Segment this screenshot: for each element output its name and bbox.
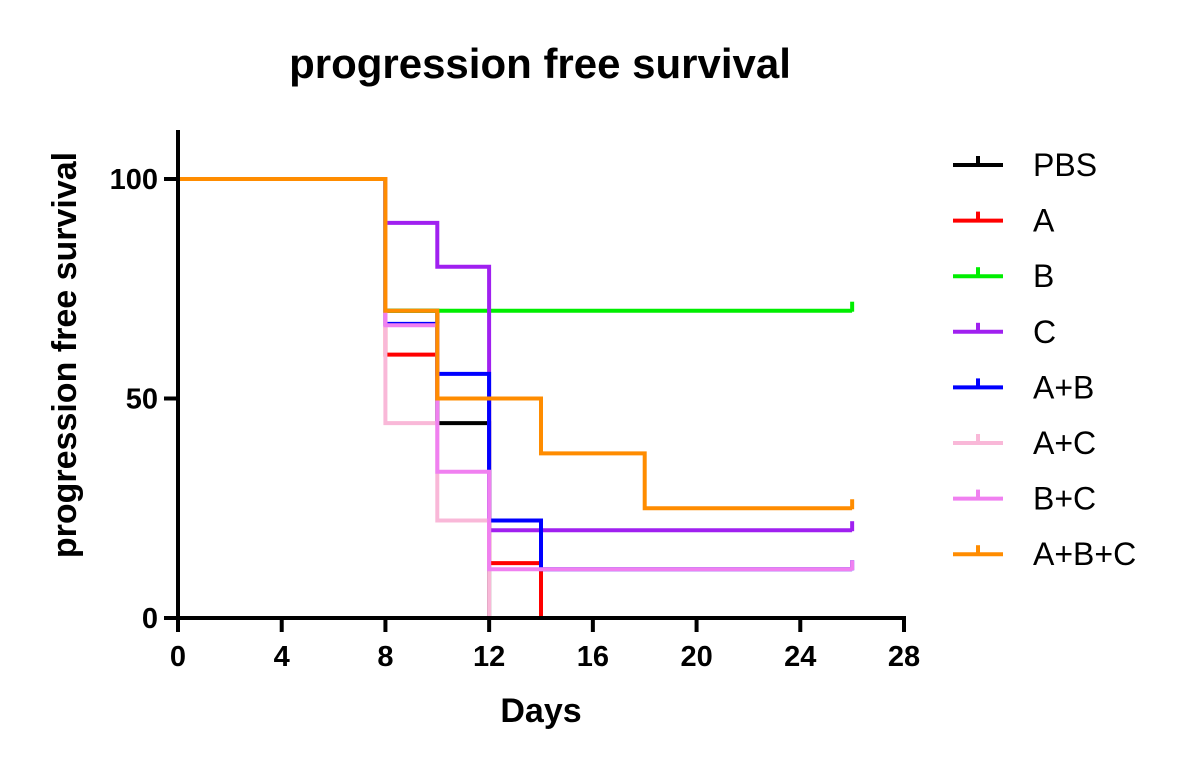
series-line-7 (178, 177, 853, 572)
x-tick-label: 24 (784, 641, 816, 673)
x-tick-label: 16 (577, 641, 609, 673)
legend-label: B+C (1033, 481, 1096, 517)
legend-label: A (1033, 203, 1055, 239)
legend-label: A+B+C (1033, 536, 1136, 572)
chart-title: progression free survival (289, 40, 791, 87)
series-line-5 (178, 177, 853, 572)
legend-label: C (1033, 314, 1056, 350)
y-tick-label: 100 (110, 164, 158, 196)
y-axis-label: progression free survival (46, 152, 84, 558)
x-tick-label: 20 (680, 641, 712, 673)
x-axis-label: Days (500, 692, 581, 730)
legend-label: PBS (1033, 147, 1097, 183)
series-line-3 (178, 177, 853, 313)
y-tick-label: 0 (142, 603, 158, 635)
series-line-4 (178, 177, 853, 533)
series-line-8 (178, 177, 853, 511)
legend-label: A+C (1033, 425, 1096, 461)
legend-label: B (1033, 258, 1054, 294)
x-tick-label: 28 (888, 641, 920, 673)
x-tick-label: 12 (473, 641, 505, 673)
x-tick-label: 8 (377, 641, 393, 673)
y-tick-label: 50 (126, 384, 158, 416)
x-tick-label: 4 (274, 641, 290, 673)
x-tick-label: 0 (170, 641, 186, 673)
legend: PBS ABC A+B A+C B+C A+B+C (953, 147, 1136, 572)
series-layer (178, 177, 855, 618)
axes-layer: 0 4 8 12 16 20 24 28 0 50 100 (110, 130, 920, 673)
legend-label: A+B (1033, 369, 1094, 405)
